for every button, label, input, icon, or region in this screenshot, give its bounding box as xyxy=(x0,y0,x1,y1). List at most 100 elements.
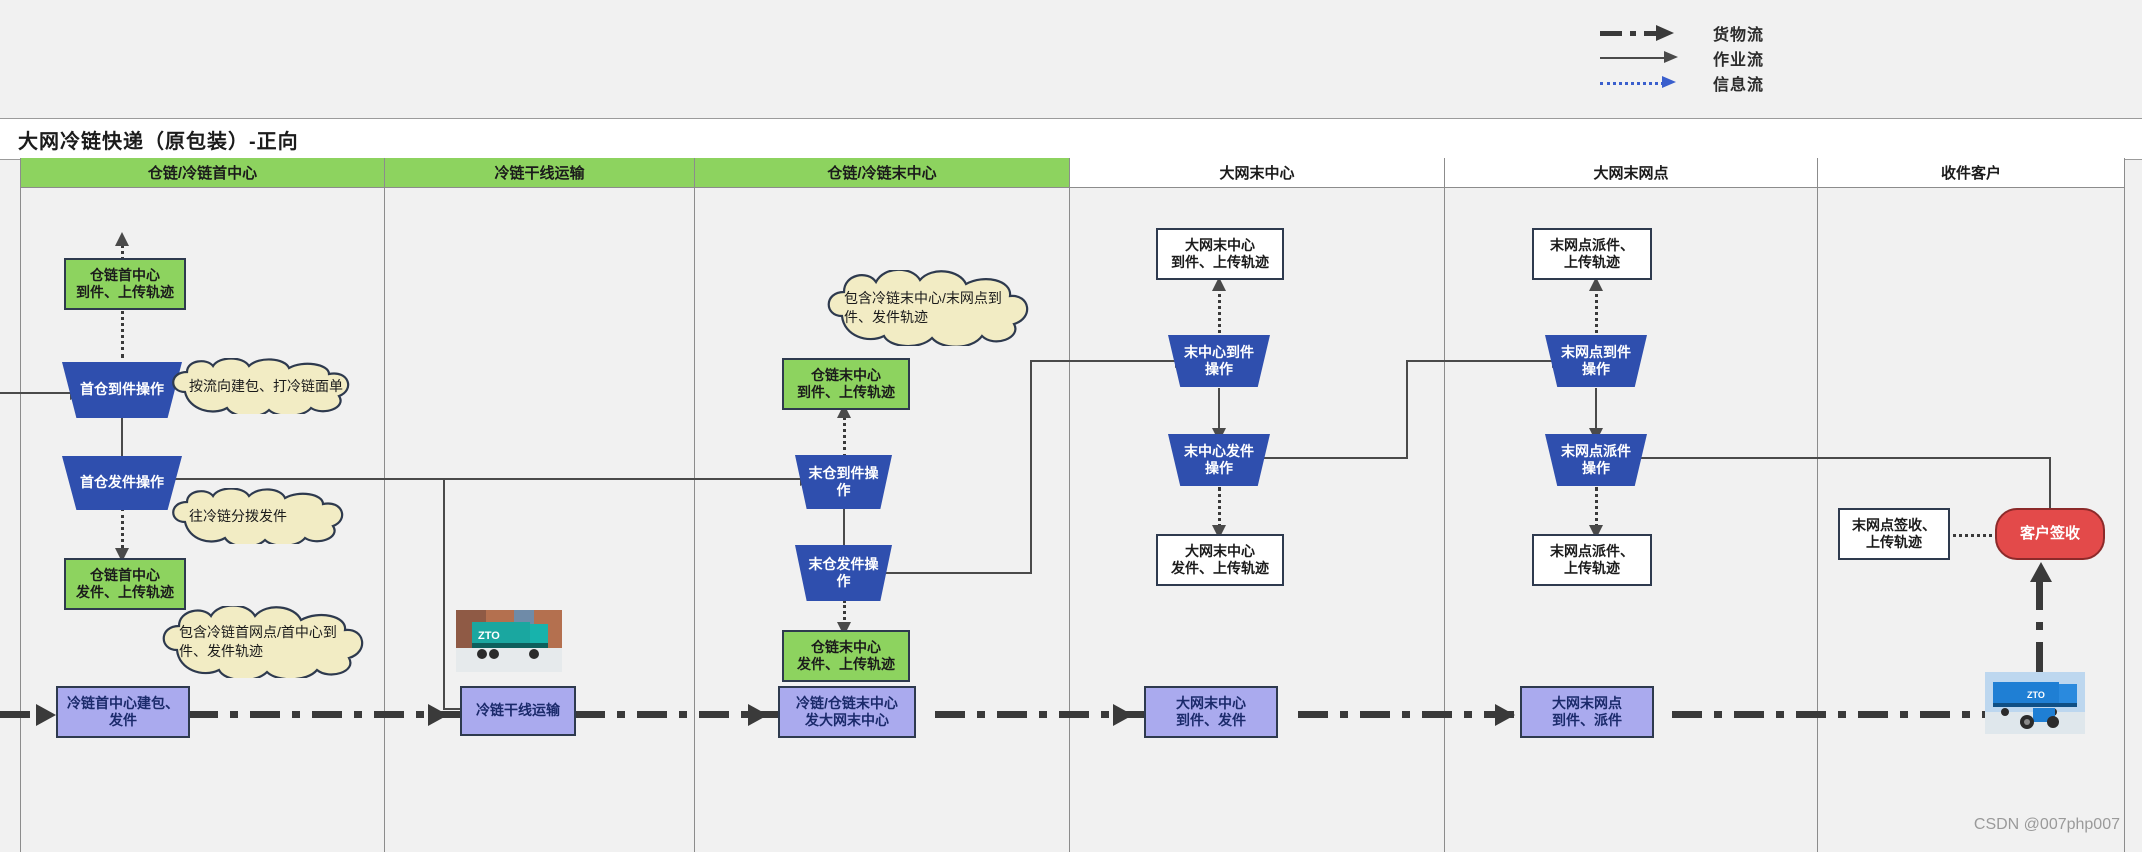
lane-header-network-last-outlet: 大网末网点 xyxy=(1445,158,1818,188)
legend-label-goods-flow: 货物流 xyxy=(1713,26,1765,44)
node-label: 冷链干线运输 xyxy=(476,702,560,719)
goods-arrow-3 xyxy=(1113,704,1133,726)
goods-flow-seg-5 xyxy=(1672,711,1987,718)
lane-header-label: 仓链/冷链末中心 xyxy=(827,165,937,182)
connector-c5-send-to-sign-seg1 xyxy=(1615,457,2051,459)
connector-inbound-first-warehouse xyxy=(0,392,74,394)
node-c5-track-send[interactable]: 末网点派件、 上传轨迹 xyxy=(1532,534,1652,586)
goods-flow-seg-1 xyxy=(188,711,463,718)
legend-row-information-flow: 信息流 xyxy=(1600,70,1900,95)
watermark: CSDN @007php007 xyxy=(1973,816,2120,833)
note-text: 包含冷链首网点/首中心到件、发件轨迹 xyxy=(179,624,337,659)
note-includes-last-center-outlet-tracks: 包含冷链末中心/末网点到件、发件轨迹 xyxy=(818,270,1038,346)
legend-label-operation-flow: 作业流 xyxy=(1713,51,1765,69)
node-c5-goods[interactable]: 大网末网点 到件、派件 xyxy=(1520,686,1654,738)
connector-c4-send-seg2 xyxy=(1406,360,1408,459)
connector-c3-op-arrive-to-send xyxy=(843,508,845,558)
note-send-to-cold-chain-sorting: 往冷链分拨发件 xyxy=(163,488,363,544)
note-text: 按流向建包、打冷链面单 xyxy=(189,377,343,394)
node-c3-track-send[interactable]: 仓链末中心 发件、上传轨迹 xyxy=(782,630,910,682)
node-c1-op-arrive[interactable]: 首仓到件操作 xyxy=(62,362,182,418)
lane-header-network-last-center: 大网末中心 xyxy=(1070,158,1445,188)
info-c1-op-send-to-track xyxy=(121,508,124,560)
node-label: 末网点签收、 上传轨迹 xyxy=(1852,516,1936,551)
node-c4-goods[interactable]: 大网末中心 到件、发件 xyxy=(1144,686,1278,738)
node-label: 末中心发件 操作 xyxy=(1184,442,1254,477)
node-label: 末仓发件操 作 xyxy=(808,555,879,590)
note-includes-first-outlet-center-tracks: 包含冷链首网点/首中心到件、发件轨迹 xyxy=(153,606,373,678)
node-label: 仓链末中心 发件、上传轨迹 xyxy=(797,638,895,673)
goods-arrow-1 xyxy=(428,704,448,726)
node-c3-track-arrive[interactable]: 仓链末中心 到件、上传轨迹 xyxy=(782,358,910,410)
node-c3-goods[interactable]: 冷链/仓链末中心 发大网末中心 xyxy=(778,686,916,738)
legend-label-information-flow: 信息流 xyxy=(1713,76,1765,94)
node-label: 首仓发件操作 xyxy=(80,474,164,491)
info-c3-op-arrive-to-track xyxy=(843,410,846,458)
goods-flow-seg-2 xyxy=(575,711,780,718)
node-c3-op-arrive[interactable]: 末仓到件操 作 xyxy=(795,455,892,509)
node-label: 冷链首中心建包、 发件 xyxy=(67,694,179,729)
note-text: 往冷链分拨发件 xyxy=(189,507,287,524)
node-c4-op-send[interactable]: 末中心发件 操作 xyxy=(1168,434,1270,486)
node-c4-track-send[interactable]: 大网末中心 发件、上传轨迹 xyxy=(1156,534,1284,586)
connector-c4-op-arrive-to-send xyxy=(1218,388,1220,440)
connector-c3-send-seg3 xyxy=(1030,360,1180,362)
node-c4-track-arrive[interactable]: 大网末中心 到件、上传轨迹 xyxy=(1156,228,1284,280)
node-label: 末网点派件、 上传轨迹 xyxy=(1550,542,1634,577)
goods-flow-seg-6-vertical xyxy=(2036,580,2043,700)
information-flow-icon xyxy=(1600,70,1695,95)
cloud-shape-icon xyxy=(172,488,344,544)
arrow-info-c1-track-arrive xyxy=(115,232,129,246)
info-c4-op-arrive-to-track xyxy=(1218,283,1221,339)
arrow-info-c5-track-arrive xyxy=(1589,277,1603,291)
lane-body-warehouse-cold-last-center xyxy=(695,188,1070,852)
svg-text:ZTO: ZTO xyxy=(478,630,500,642)
node-c5-track-arrive[interactable]: 末网点派件、 上传轨迹 xyxy=(1532,228,1652,280)
lane-body-network-last-center xyxy=(1070,188,1445,852)
arrow-info-c4-track-arrive xyxy=(1212,277,1226,291)
node-c1-track-arrive[interactable]: 仓链首中心 到件、上传轨迹 xyxy=(64,258,186,310)
lane-header-cold-chain-trunk-transport: 冷链干线运输 xyxy=(385,158,695,188)
node-c6-customer-sign[interactable]: 客户签收 xyxy=(1995,508,2105,560)
node-c5-op-arrive[interactable]: 末网点到件 操作 xyxy=(1545,335,1647,387)
node-label: 末网点到件 操作 xyxy=(1561,343,1631,378)
goods-flow-icon xyxy=(1600,20,1695,45)
node-c1-op-send[interactable]: 首仓发件操作 xyxy=(62,456,182,510)
cloud-shape-icon xyxy=(162,606,364,678)
node-c3-op-send[interactable]: 末仓发件操 作 xyxy=(795,545,892,601)
node-label: 末网点派件 操作 xyxy=(1561,442,1631,477)
lane-body-cold-chain-trunk-transport xyxy=(385,188,695,852)
legend-row-operation-flow: 作业流 xyxy=(1600,45,1900,70)
node-c6-track-sign[interactable]: 末网点签收、 上传轨迹 xyxy=(1838,508,1950,560)
node-c1-goods[interactable]: 冷链首中心建包、 发件 xyxy=(56,686,190,738)
connector-c3-send-seg1 xyxy=(862,572,1032,574)
connector-c5-send-to-sign-seg2 xyxy=(2049,457,2051,522)
connector-c4-send-seg1 xyxy=(1238,457,1408,459)
lane-header-warehouse-cold-last-center: 仓链/冷链末中心 xyxy=(695,158,1070,188)
node-label: 末仓到件操 作 xyxy=(808,464,879,499)
node-c2-goods[interactable]: 冷链干线运输 xyxy=(460,686,576,736)
goods-flow-seg-3 xyxy=(935,711,1145,718)
node-label: 大网末中心 到件、发件 xyxy=(1176,694,1246,729)
lane-header-warehouse-cold-first-center: 仓链/冷链首中心 xyxy=(20,158,385,188)
cloud-shape-icon xyxy=(172,358,350,414)
connector-c1-send-to-c3-arrive xyxy=(165,478,805,480)
cold-chain-trunk-truck-photo: ZTO xyxy=(456,610,562,672)
svg-text:ZTO: ZTO xyxy=(2027,690,2045,700)
goods-flow-seg-4 xyxy=(1298,711,1528,718)
lane-header-label: 大网末网点 xyxy=(1593,165,1669,182)
delivery-truck-and-tricycle-photo: ZTO xyxy=(1985,672,2085,734)
node-label: 末网点派件、 上传轨迹 xyxy=(1550,236,1634,271)
node-c4-op-arrive[interactable]: 末中心到件 操作 xyxy=(1168,335,1270,387)
node-label: 大网末网点 到件、派件 xyxy=(1552,694,1622,729)
node-c5-op-send[interactable]: 末网点派件 操作 xyxy=(1545,434,1647,486)
node-label: 冷链/仓链末中心 发大网末中心 xyxy=(796,694,898,729)
node-label: 末中心到件 操作 xyxy=(1184,343,1254,378)
goods-arrow-to-sign xyxy=(2030,562,2052,582)
lane-body-receiving-customer xyxy=(1818,188,2125,852)
info-c5-op-send-to-track xyxy=(1595,487,1598,535)
node-label: 仓链首中心 到件、上传轨迹 xyxy=(76,266,174,301)
info-c4-op-send-to-track xyxy=(1218,487,1221,535)
note-text: 包含冷链末中心/末网点到件、发件轨迹 xyxy=(844,290,1002,325)
node-c1-track-send[interactable]: 仓链首中心 发件、上传轨迹 xyxy=(64,558,186,610)
